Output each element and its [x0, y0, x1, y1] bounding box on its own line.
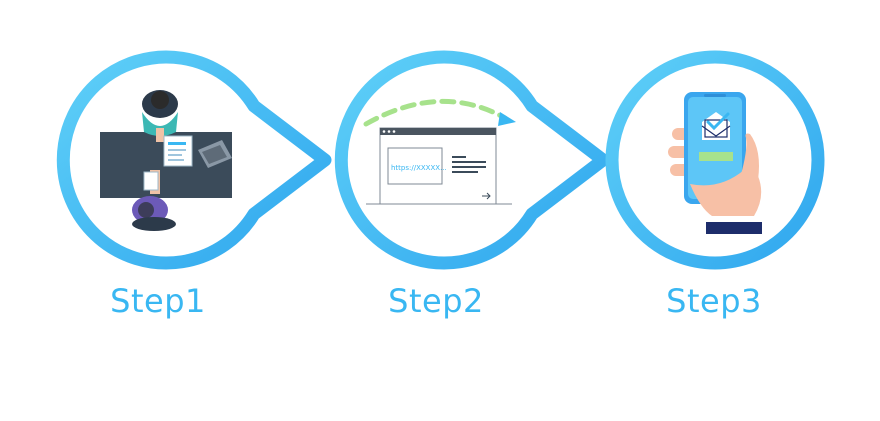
step3-label: Step3 — [666, 282, 762, 320]
person-bottom-icon — [132, 170, 176, 231]
dashed-arrow-path — [363, 98, 508, 127]
step1-label: Step1 — [110, 282, 206, 320]
step1-ring — [56, 50, 332, 270]
step2-label: Step2 — [388, 282, 484, 320]
laptop-icon — [198, 140, 232, 168]
mail-check-icon — [701, 112, 731, 140]
person-top-icon — [142, 90, 178, 142]
browser-window: https://XXXXX... — [379, 127, 497, 205]
arrow-head-icon — [498, 112, 516, 126]
next-arrow-icon — [482, 192, 491, 200]
palm-icon — [690, 170, 762, 216]
url-text: https://XXXXX... — [391, 164, 447, 172]
url-box — [387, 147, 443, 185]
document-icon — [163, 135, 193, 167]
step2-ring — [334, 50, 610, 270]
step1-group — [56, 50, 332, 270]
green-bar — [699, 152, 733, 161]
step3-group — [605, 50, 825, 270]
thumb-icon — [740, 133, 759, 180]
sleeve-cuff — [706, 222, 762, 234]
step3-ring — [605, 50, 825, 270]
step2-group: https://XXXXX... — [334, 50, 610, 270]
